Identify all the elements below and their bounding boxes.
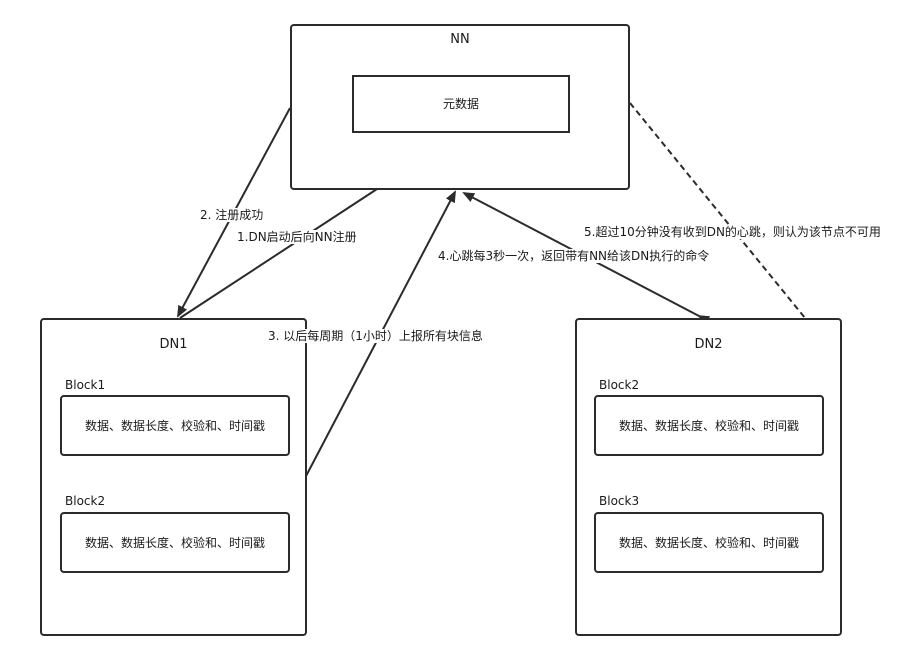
dn1-block-content: 数据、数据长度、校验和、时间戳 [84, 419, 265, 433]
nn-metadata-box: 元数据 [352, 75, 570, 133]
dn2-node: DN2 Block2 数据、数据长度、校验和、时间戳 Block3 数据、数据长… [575, 318, 842, 636]
dn1-block-box: 数据、数据长度、校验和、时间戳 [60, 395, 290, 456]
edge-label-block-report: 3. 以后每周期（1小时）上报所有块信息 [267, 329, 484, 343]
dn2-block-content: 数据、数据长度、校验和、时间戳 [618, 536, 799, 550]
dn1-block-box: 数据、数据长度、校验和、时间戳 [60, 512, 290, 573]
nn-metadata-label: 元数据 [442, 97, 479, 111]
edge-label-register: 1.DN启动后向NN注册 [236, 230, 358, 244]
edge-timeout [629, 102, 806, 319]
dn1-block-content: 数据、数据长度、校验和、时间戳 [84, 536, 265, 550]
edge-label-register-ok: 2. 注册成功 [199, 208, 265, 222]
nn-title: NN [450, 32, 470, 47]
dn1-block-name: Block2 [65, 494, 106, 508]
dn2-block-content: 数据、数据长度、校验和、时间戳 [618, 419, 799, 433]
edge-label-heartbeat: 4.心跳每3秒一次，返回带有NN给该DN执行的命令 [437, 249, 711, 263]
dn1-block-name: Block1 [65, 378, 106, 392]
dn2-title: DN2 [694, 337, 723, 352]
dn1-node: DN1 Block1 数据、数据长度、校验和、时间戳 Block2 数据、数据长… [40, 318, 307, 636]
dn2-block-name: Block2 [599, 378, 640, 392]
edge-label-timeout: 5.超过10分钟没有收到DN的心跳，则认为该节点不可用 [583, 225, 882, 239]
dn2-block-box: 数据、数据长度、校验和、时间戳 [594, 395, 824, 456]
dn2-block-name: Block3 [599, 494, 640, 508]
nn-node: NN 元数据 [290, 24, 630, 190]
dn2-block-box: 数据、数据长度、校验和、时间戳 [594, 512, 824, 573]
dn1-title: DN1 [159, 337, 188, 352]
